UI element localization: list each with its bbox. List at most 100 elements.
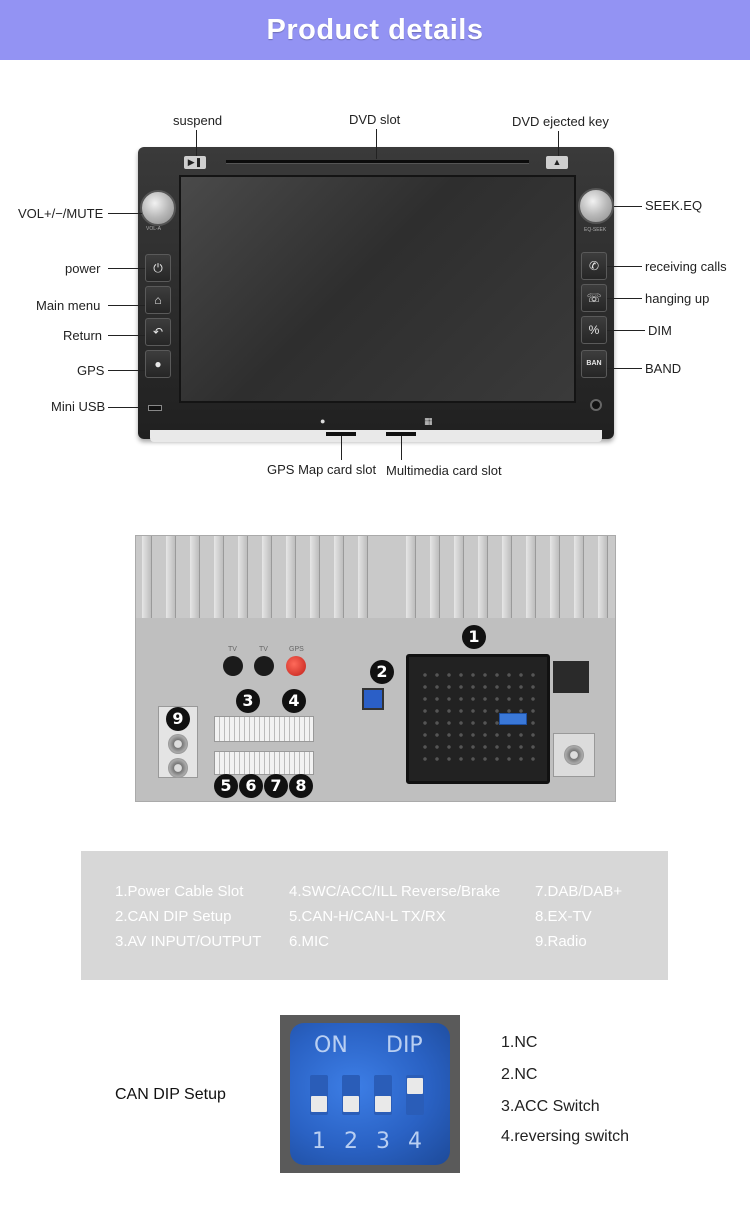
- hang-up-button[interactable]: ☏: [581, 284, 607, 312]
- header-banner: Product details: [0, 0, 750, 60]
- leader-main-menu: [108, 305, 145, 306]
- callout-suspend: suspend: [173, 113, 223, 128]
- heat-fin: [334, 536, 344, 618]
- socket-label-tv-2: TV: [259, 646, 268, 653]
- phone-answer-icon: ✆: [588, 259, 600, 273]
- dip-item: 2.NC: [501, 1066, 538, 1083]
- callout-dim: DIM: [648, 323, 672, 338]
- band-button-label: BAN: [586, 360, 602, 367]
- legend-item: 7.DAB/DAB+: [535, 883, 623, 900]
- leader-mini-usb: [108, 407, 148, 408]
- socket-label-gps: GPS: [289, 646, 304, 653]
- dip-on-label: ON: [314, 1033, 348, 1058]
- band-button[interactable]: BAN: [581, 350, 607, 378]
- legend-item: 8.EX-TV: [535, 908, 592, 925]
- dip-knob: [375, 1096, 391, 1112]
- suspend-button[interactable]: ▶❚: [184, 156, 206, 169]
- callout-vol: VOL+/−/MUTE: [18, 206, 104, 221]
- volume-knob[interactable]: [140, 190, 176, 226]
- gps-button[interactable]: ●: [145, 350, 171, 378]
- rear-panel: TV TV GPS 1 2 3 4 5 6 7 8 9: [135, 535, 616, 802]
- legend-item: 6.MIC: [289, 933, 330, 950]
- receive-call-button[interactable]: ✆: [581, 252, 607, 280]
- callout-media-card: Multimedia card slot: [386, 463, 502, 478]
- seek-knob-label: EQ-SEEK: [584, 227, 607, 233]
- dip-item: 3.ACC Switch: [501, 1098, 600, 1115]
- heat-fin: [598, 536, 608, 618]
- legend-item: 9.Radio: [535, 933, 587, 950]
- leader-return: [108, 335, 145, 336]
- power-cable-slot: [406, 654, 550, 784]
- dip-knob: [407, 1078, 423, 1094]
- gps-card-icon: ●: [320, 416, 326, 426]
- heat-fin: [550, 536, 560, 618]
- legend-item: 1.Power Cable Slot: [115, 883, 244, 900]
- badge-8: 8: [289, 774, 313, 798]
- dip-number: 3: [376, 1129, 390, 1154]
- gps-card-slot: [326, 432, 356, 436]
- heat-fin: [214, 536, 224, 618]
- callout-power: power: [65, 261, 101, 276]
- heat-fin: [310, 536, 320, 618]
- callout-dvd-slot: DVD slot: [349, 112, 401, 127]
- badge-4: 4: [282, 689, 306, 713]
- heat-fin: [142, 536, 152, 618]
- leader-gps-card: [341, 436, 342, 460]
- badge-3: 3: [236, 689, 260, 713]
- can-dip-switch-small: [362, 688, 384, 710]
- seek-knob[interactable]: [578, 188, 614, 224]
- heat-fin: [478, 536, 488, 618]
- location-pin-icon: ●: [154, 357, 162, 371]
- badge-7: 7: [264, 774, 288, 798]
- dip-switch-photo: ON DIP 1 2 3 4: [280, 1015, 460, 1173]
- leader-receiving-calls: [607, 266, 642, 267]
- legend-item: 5.CAN-H/CAN-L TX/RX: [289, 908, 446, 925]
- heat-fin: [454, 536, 464, 618]
- heat-fin: [190, 536, 200, 618]
- return-button[interactable]: ↶: [145, 318, 171, 346]
- dip-number: 4: [408, 1129, 422, 1154]
- dip-switch-1: [310, 1075, 328, 1115]
- can-dip-title: CAN DIP Setup: [115, 1086, 226, 1103]
- badge-1: 1: [462, 625, 486, 649]
- leader-seek: [614, 206, 642, 207]
- connector-legend: 1.Power Cable Slot 2.CAN DIP Setup 3.AV …: [81, 851, 668, 980]
- dim-button[interactable]: %: [581, 316, 607, 344]
- legend-item: 2.CAN DIP Setup: [115, 908, 232, 925]
- head-unit-bottom-trim: [150, 430, 602, 442]
- dab-antenna-port: [553, 733, 595, 777]
- dab-port: [564, 745, 584, 765]
- leader-dvd-eject: [558, 131, 559, 156]
- leader-band: [607, 368, 642, 369]
- rear-block: [553, 661, 589, 693]
- power-icon: ⏻: [153, 261, 163, 275]
- dip-knob: [343, 1096, 359, 1112]
- legend-item: 3.AV INPUT/OUTPUT: [115, 933, 262, 950]
- lower-connectors: [214, 751, 314, 775]
- leader-suspend: [196, 130, 197, 156]
- badge-5: 5: [214, 774, 238, 798]
- tv-socket-2: [254, 656, 274, 676]
- eject-button[interactable]: ▲: [546, 156, 568, 169]
- callout-hanging-up: hanging up: [645, 291, 710, 306]
- leader-gps: [108, 370, 145, 371]
- leader-dim: [607, 330, 645, 331]
- display-screen: [179, 175, 576, 403]
- tv-socket-1: [223, 656, 243, 676]
- callout-seek: SEEK.EQ: [645, 198, 703, 213]
- main-menu-button[interactable]: ⌂: [145, 286, 171, 314]
- heat-fin: [262, 536, 272, 618]
- heat-fin: [574, 536, 584, 618]
- dip-switch-4: [406, 1075, 424, 1115]
- volume-knob-label: VOL-A: [146, 226, 162, 232]
- callout-dvd-eject: DVD ejected key: [512, 114, 609, 129]
- badge-2: 2: [370, 660, 394, 684]
- callout-receiving-calls: receiving calls: [645, 259, 727, 274]
- power-button[interactable]: ⏻: [145, 254, 171, 282]
- dip-switch-3: [374, 1075, 392, 1115]
- leader-power: [108, 268, 145, 269]
- leader-dvd-slot: [376, 129, 377, 159]
- dip-knob: [311, 1096, 327, 1112]
- dip-dip-label: DIP: [386, 1033, 423, 1058]
- heat-fin: [358, 536, 368, 618]
